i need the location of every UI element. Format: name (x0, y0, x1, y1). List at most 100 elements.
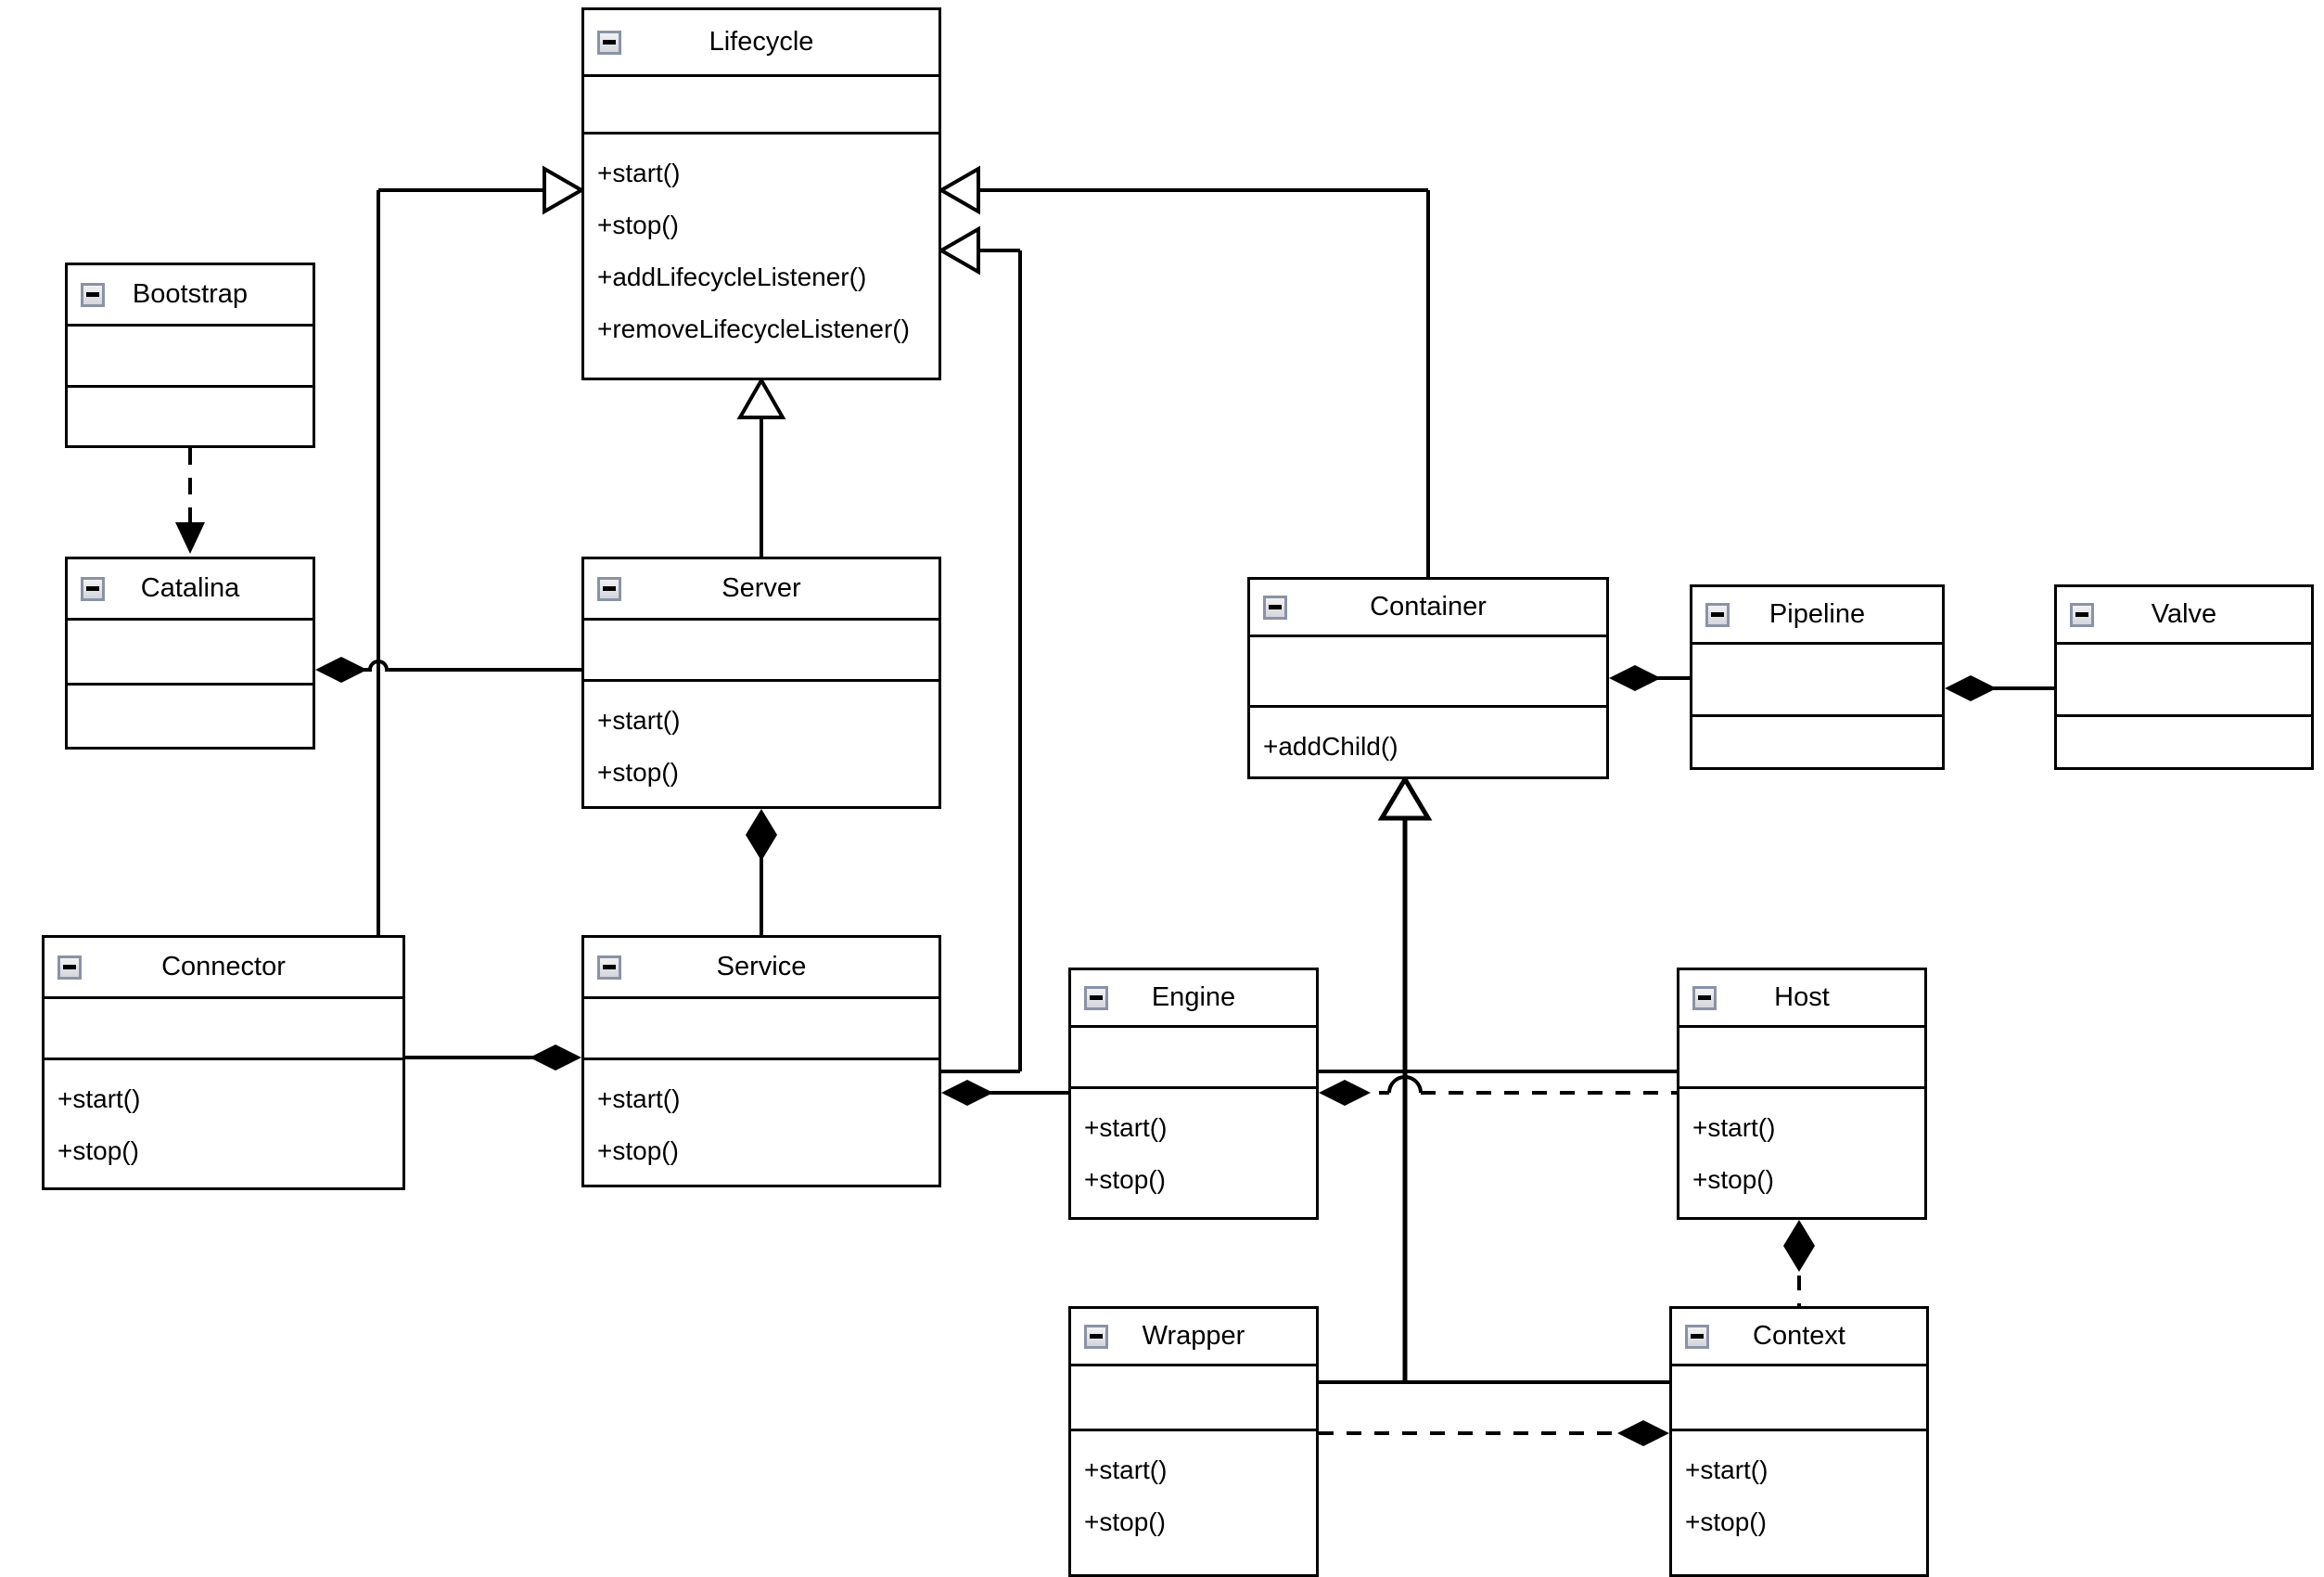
class-operations-pipeline (1692, 717, 1942, 767)
class-operations-valve (2057, 717, 2311, 767)
operation-item: +start() (1084, 1455, 1168, 1484)
edge-pipeline-valve (1945, 675, 2054, 701)
edge-container-lifecycle (937, 165, 1430, 577)
class-box-service[interactable]: Service +start() +stop() (581, 935, 941, 1187)
class-operations-engine: +start() +stop() (1071, 1089, 1316, 1217)
collapse-minus-icon[interactable] (1692, 985, 1717, 1010)
class-box-engine[interactable]: Engine +start() +stop() (1068, 968, 1319, 1220)
class-attributes-container (1250, 637, 1606, 708)
class-name-service: Service (716, 952, 807, 981)
class-box-context[interactable]: Context +start() +stop() (1669, 1306, 1929, 1577)
class-header-bootstrap: Bootstrap (68, 265, 313, 327)
class-header-connector: Connector (45, 938, 402, 999)
class-box-lifecycle[interactable]: Lifecycle +start() +stop() +addLifecycle… (581, 7, 941, 380)
collapse-minus-icon[interactable] (1705, 602, 1730, 627)
operation-item: +start() (1692, 1113, 1776, 1142)
class-name-bootstrap: Bootstrap (132, 279, 249, 309)
class-operations-container: +addChild() (1250, 708, 1606, 776)
operation-item: +start() (57, 1084, 141, 1113)
class-name-pipeline: Pipeline (1769, 599, 1866, 629)
edge-host-context (1783, 1220, 1815, 1306)
class-attributes-server (584, 621, 939, 682)
class-box-valve[interactable]: Valve (2054, 584, 2314, 770)
class-operations-lifecycle: +start() +stop() +addLifecycleListener()… (584, 135, 939, 378)
class-box-server[interactable]: Server +start() +stop() (581, 557, 941, 809)
class-box-bootstrap[interactable]: Bootstrap (65, 263, 315, 448)
edge-service-connector (405, 1045, 581, 1071)
collapse-minus-icon[interactable] (597, 30, 621, 55)
class-name-engine: Engine (1151, 982, 1236, 1012)
operation-item: +stop() (1084, 1165, 1166, 1194)
class-header-container: Container (1250, 580, 1606, 637)
edge-catalina-server (315, 657, 581, 683)
collapse-minus-icon[interactable] (1084, 1324, 1108, 1349)
class-name-connector: Connector (161, 952, 286, 981)
class-attributes-pipeline (1692, 645, 1942, 717)
operation-item: +start() (1084, 1113, 1168, 1142)
class-operations-connector: +start() +stop() (45, 1060, 402, 1187)
class-operations-host: +start() +stop() (1679, 1089, 1924, 1217)
class-operations-wrapper: +start() +stop() (1071, 1431, 1316, 1574)
edge-service-lifecycle (937, 225, 1022, 1073)
operation-item: +stop() (597, 211, 679, 239)
class-header-service: Service (584, 938, 939, 999)
class-attributes-lifecycle (584, 77, 939, 135)
class-attributes-host (1679, 1028, 1924, 1089)
operation-item: +stop() (57, 1136, 139, 1165)
class-name-context: Context (1753, 1321, 1845, 1351)
operation-item: +removeLifecycleListener() (597, 314, 910, 343)
class-operations-catalina (68, 686, 313, 747)
collapse-minus-icon[interactable] (1685, 1324, 1709, 1349)
class-box-host[interactable]: Host +start() +stop() (1677, 968, 1927, 1220)
class-attributes-valve (2057, 645, 2311, 717)
class-name-server: Server (721, 573, 801, 603)
class-header-valve: Valve (2057, 587, 2311, 645)
class-attributes-context (1672, 1366, 1926, 1431)
collapse-minus-icon[interactable] (57, 955, 82, 980)
class-box-container[interactable]: Container +addChild() (1247, 577, 1609, 779)
operation-item: +stop() (597, 758, 679, 787)
collapse-minus-icon[interactable] (1263, 595, 1287, 620)
edge-engine-host (1319, 1070, 1677, 1106)
class-box-catalina[interactable]: Catalina (65, 557, 315, 750)
class-header-wrapper: Wrapper (1071, 1309, 1316, 1366)
class-box-connector[interactable]: Connector +start() +stop() (42, 935, 405, 1190)
collapse-minus-icon[interactable] (81, 282, 105, 307)
operation-item: +addLifecycleListener() (597, 263, 867, 291)
class-name-catalina: Catalina (140, 573, 240, 603)
operation-item: +start() (597, 159, 681, 187)
class-attributes-wrapper (1071, 1366, 1316, 1431)
class-box-pipeline[interactable]: Pipeline (1690, 584, 1945, 770)
operation-item: +start() (597, 706, 681, 735)
class-attributes-bootstrap (68, 327, 313, 388)
class-attributes-catalina (68, 621, 313, 686)
class-attributes-service (584, 999, 939, 1060)
operation-item: +stop() (1692, 1165, 1774, 1194)
operation-item: +stop() (1685, 1507, 1767, 1536)
class-box-wrapper[interactable]: Wrapper +start() +stop() (1068, 1306, 1319, 1577)
class-operations-server: +start() +stop() (584, 682, 939, 806)
operation-item: +stop() (597, 1136, 679, 1165)
class-header-context: Context (1672, 1309, 1926, 1366)
class-operations-context: +start() +stop() (1672, 1431, 1926, 1574)
class-header-engine: Engine (1071, 970, 1316, 1028)
class-name-lifecycle: Lifecycle (709, 27, 814, 57)
edge-context-wrapper (1319, 1380, 1669, 1446)
class-header-lifecycle: Lifecycle (584, 10, 939, 77)
collapse-minus-icon[interactable] (597, 955, 621, 980)
class-name-valve: Valve (2151, 599, 2217, 629)
class-name-host: Host (1774, 982, 1830, 1012)
operation-item: +stop() (1084, 1507, 1166, 1536)
edge-server-service (746, 809, 777, 935)
class-name-wrapper: Wrapper (1142, 1321, 1245, 1351)
class-header-server: Server (584, 559, 939, 621)
class-operations-bootstrap (68, 388, 313, 445)
class-header-pipeline: Pipeline (1692, 587, 1942, 645)
collapse-minus-icon[interactable] (1084, 985, 1108, 1010)
edge-bootstrap-catalina (175, 448, 205, 554)
class-attributes-connector (45, 999, 402, 1060)
collapse-minus-icon[interactable] (597, 576, 621, 601)
collapse-minus-icon[interactable] (2070, 602, 2094, 627)
collapse-minus-icon[interactable] (81, 576, 105, 601)
class-attributes-engine (1071, 1028, 1316, 1089)
